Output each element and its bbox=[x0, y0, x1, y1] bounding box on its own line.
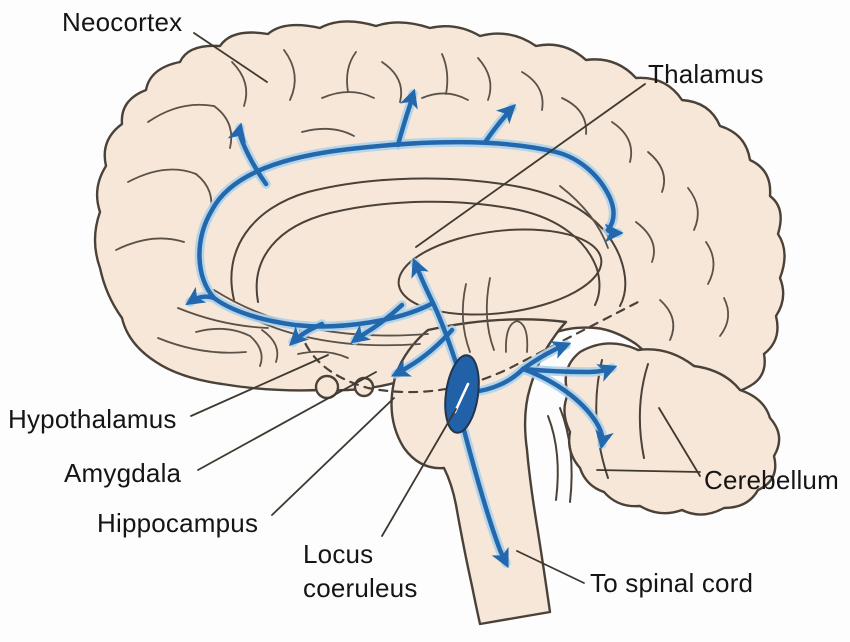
cerebellar-peduncle-line bbox=[547, 415, 559, 501]
amygdala-leader-line bbox=[197, 371, 377, 471]
label-locus-coeruleus-line2: coeruleus bbox=[303, 573, 418, 603]
cerebellum-leader-line-lower bbox=[596, 469, 701, 473]
label-amygdala: Amygdala bbox=[64, 458, 182, 488]
hypothalamus-branch-arrow bbox=[350, 302, 405, 344]
neocortex-leader-line bbox=[193, 32, 268, 83]
label-neocortex: Neocortex bbox=[62, 7, 182, 37]
midbrain-line bbox=[461, 283, 471, 353]
cerebellar-peduncle-line bbox=[559, 407, 573, 503]
corpus-callosum-inner bbox=[255, 200, 601, 306]
hippocampus-leader-line bbox=[271, 397, 395, 516]
label-locus-coeruleus-line1: Locus bbox=[303, 539, 373, 569]
label-hypothalamus: Hypothalamus bbox=[8, 404, 177, 434]
colliculus-line bbox=[505, 320, 529, 353]
cortical-branch-arrow-2 bbox=[395, 88, 418, 148]
cerebellum-fold-line bbox=[638, 363, 649, 459]
amygdala-branch-arrow bbox=[390, 327, 455, 377]
label-thalamus: Thalamus bbox=[648, 59, 764, 89]
cerebellar-branch-arrow-2 bbox=[520, 364, 618, 382]
noradrenergic-pathways bbox=[185, 88, 624, 569]
cortical-branch-arrow-3 bbox=[483, 103, 517, 144]
cerebellar-branch-arrow-3 bbox=[520, 366, 614, 450]
septal-branch-arrow bbox=[288, 321, 325, 347]
cerebellar-branch-arrow-1 bbox=[520, 341, 572, 372]
label-cerebellum: Cerebellum bbox=[704, 465, 839, 495]
spinal-cord-leader-line bbox=[516, 550, 585, 584]
thalamus-leader-line bbox=[415, 83, 646, 248]
descending-spinal-arrow bbox=[461, 427, 509, 569]
locus-coeruleus-highlight bbox=[453, 382, 470, 414]
hypothalamus-leader-line bbox=[190, 354, 329, 417]
gyri-lines bbox=[115, 49, 730, 367]
thalamus-outline bbox=[397, 228, 603, 316]
locus-coeruleus-leader-line bbox=[381, 408, 457, 537]
cortical-branch-arrow-1 bbox=[227, 122, 269, 187]
cerebellum-leader-line-upper bbox=[658, 407, 701, 477]
midbrain-line bbox=[485, 277, 495, 351]
label-to-spinal-cord: To spinal cord bbox=[590, 568, 753, 598]
label-hippocampus: Hippocampus bbox=[97, 508, 258, 538]
corpus-callosum-outer bbox=[230, 177, 627, 307]
